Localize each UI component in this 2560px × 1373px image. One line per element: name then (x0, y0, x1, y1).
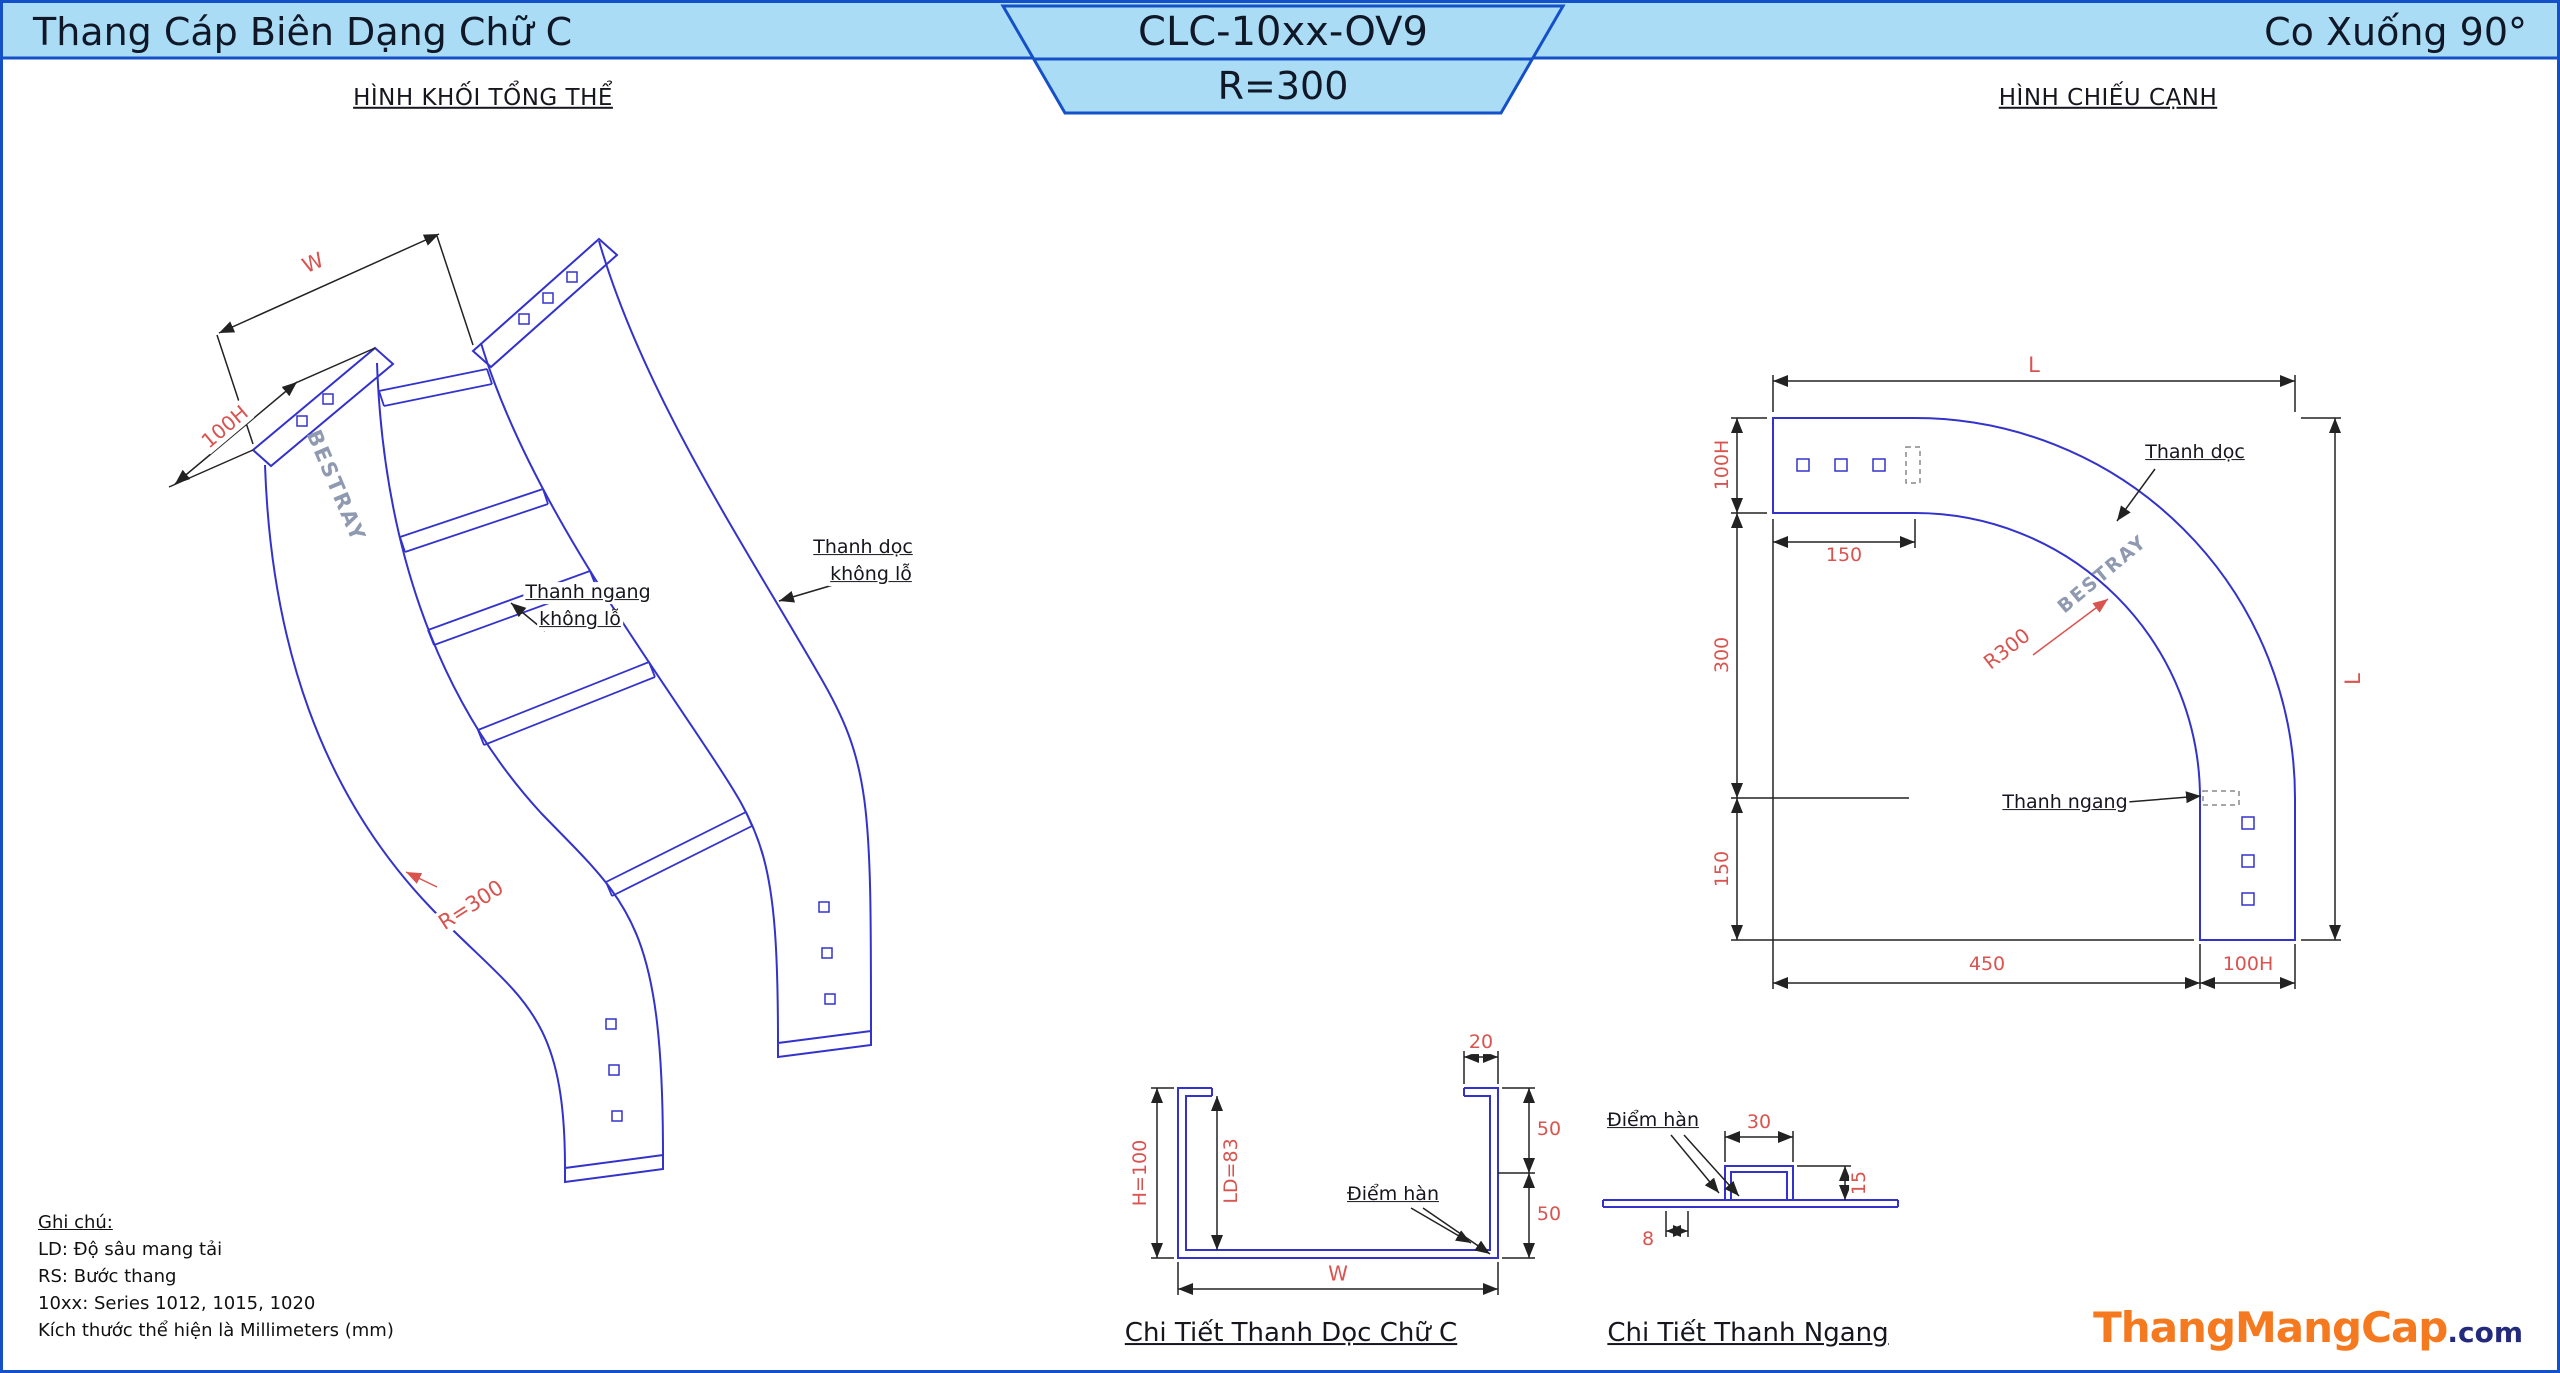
note-line: 10xx: Series 1012, 1015, 1020 (38, 1293, 316, 1314)
side-dim-100h-left: 100H (1711, 437, 1734, 493)
side-dim-450: 450 (1966, 953, 2008, 976)
c-dim-50-top: 50 (1534, 1118, 1564, 1141)
logo-main-text: ThangMangCap (2093, 1303, 2448, 1352)
c-dim-ld83: LD=83 (1220, 1136, 1243, 1206)
detail-c-dimensions (1151, 1051, 1535, 1295)
model-code: CLC-10xx-OV9 (1138, 9, 1428, 55)
side-dimensions (1731, 375, 2341, 989)
note-line: RS: Bước thang (38, 1266, 177, 1287)
radius-code: R=300 (1217, 64, 1349, 109)
logo-suffix-text: .com (2447, 1316, 2523, 1349)
header-shape (3, 3, 2557, 115)
side-dim-100h-bottom: 100H (2220, 953, 2276, 976)
iso-dimensions (168, 233, 834, 632)
c-dim-20: 20 (1466, 1031, 1496, 1054)
notes: Ghi chú: LD: Độ sâu mang tải RS: Bước th… (38, 1209, 394, 1344)
side-dim-300: 300 (1711, 634, 1734, 676)
c-detail-title: Chi Tiết Thanh Dọc Chữ C (1124, 1318, 1458, 1349)
overview-section-title: HÌNH KHỐI TỔNG THỂ (353, 84, 613, 111)
rung-dim-15: 15 (1848, 1168, 1871, 1198)
detail-rung-drawing (1602, 1131, 1899, 1237)
side-dim-l-top: L (2026, 352, 2042, 378)
iso-rail-label-line1: Thanh dọc (811, 536, 915, 559)
c-dim-h100: H=100 (1129, 1137, 1152, 1209)
company-logo: ThangMangCap .com (2093, 1303, 2523, 1352)
c-dim-w: W (1326, 1261, 1350, 1286)
detail-rung-dimensions (1665, 1131, 1851, 1237)
side-rung-label: Thanh ngang (2000, 791, 2130, 814)
c-weld-label: Điểm hàn (1345, 1183, 1441, 1206)
rung-dim-8: 8 (1639, 1228, 1657, 1251)
side-view-section-title: HÌNH CHIẾU CẠNH (1998, 84, 2218, 111)
iso-rungs (378, 368, 753, 897)
rung-detail-title: Chi Tiết Thanh Ngang (1607, 1318, 1889, 1349)
sheet-title-right: Co Xuống 90° (2264, 10, 2527, 54)
detail-c-drawing (1151, 1051, 1535, 1295)
iso-rung-label-line2: không lỗ (537, 608, 623, 631)
note-line: Kích thước thể hiện là Millimeters (mm) (38, 1320, 394, 1341)
note-line: LD: Độ sâu mang tải (38, 1239, 223, 1260)
side-dim-150-left: 150 (1711, 848, 1734, 890)
cad-linework (3, 3, 2557, 1295)
notes-heading: Ghi chú: (38, 1212, 113, 1233)
iso-drawing (168, 233, 872, 1184)
side-rail-label: Thanh dọc (2143, 441, 2247, 464)
c-dim-50-bottom: 50 (1534, 1203, 1564, 1226)
side-dim-150-top: 150 (1823, 544, 1865, 567)
sheet-title-left: Thang Cáp Biên Dạng Chữ C (33, 10, 573, 54)
iso-rung-label-line1: Thanh ngang (523, 581, 653, 604)
rung-weld-label: Điểm hàn (1605, 1109, 1701, 1132)
side-view-drawing (1731, 375, 2341, 989)
iso-rail-label-line2: không lỗ (828, 563, 914, 586)
side-dim-l-right: L (2340, 671, 2366, 687)
rung-dim-30: 30 (1744, 1111, 1774, 1134)
